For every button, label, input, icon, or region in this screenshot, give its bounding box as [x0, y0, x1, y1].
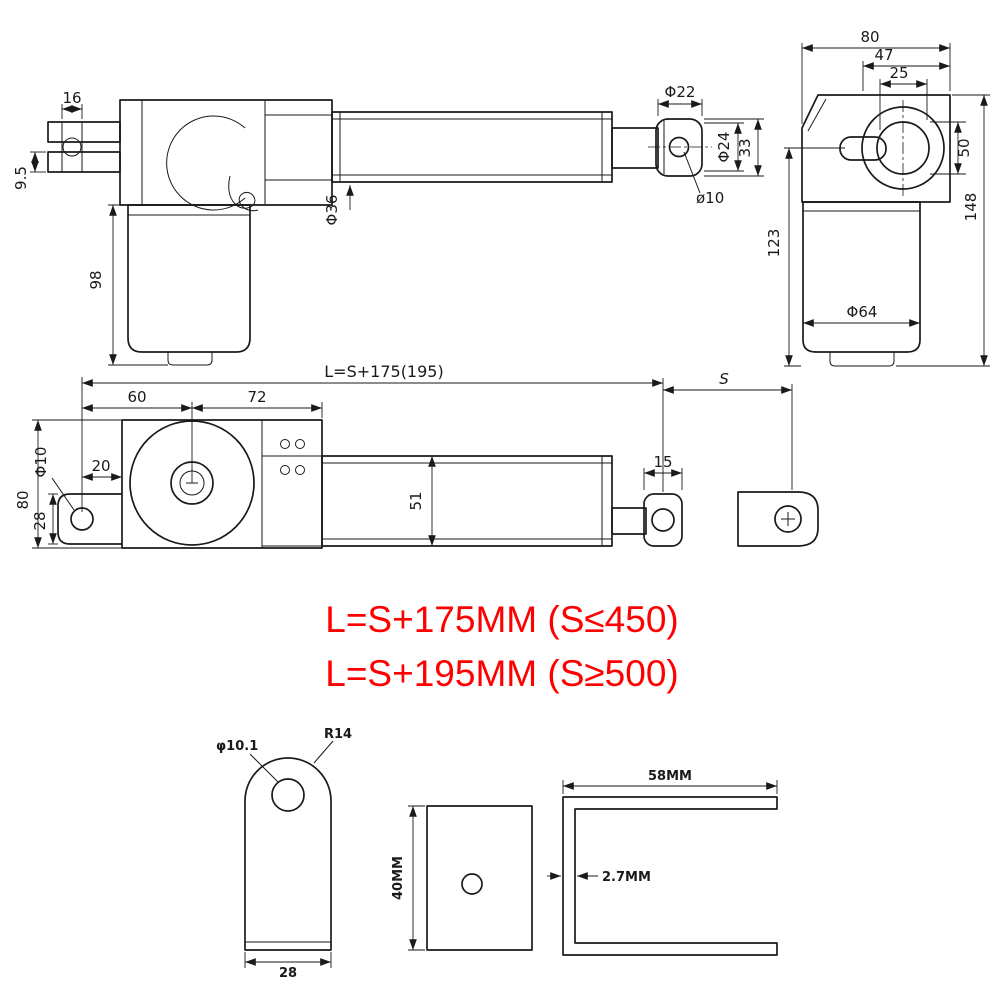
- gearbox-top: [121, 419, 323, 549]
- dim-lug-radius: R14: [324, 727, 352, 742]
- dim-motor-drop: 123: [765, 229, 783, 258]
- rear-clevis: [47, 121, 121, 173]
- dim-offset-25: 25: [889, 64, 908, 82]
- dim-60: 60: [127, 388, 146, 406]
- side-view: 16 9.5 98 Φ36 Φ22 Φ24 33 ø10: [12, 83, 764, 366]
- dim-front-clevis-width: 15: [653, 453, 672, 471]
- dim-plate-height: 40MM: [391, 856, 406, 900]
- dim-clevis-height: 33: [736, 138, 754, 157]
- dim-body-width: 80: [14, 490, 32, 509]
- mounting-plate-view: 40MM: [391, 805, 533, 951]
- dim-bore-diameter: 50: [955, 138, 973, 157]
- dim-overall-length: L=S+175(195): [324, 362, 443, 381]
- formula-line-2: L=S+195MM (S≥500): [325, 653, 679, 694]
- detached-clevis-top: [737, 491, 819, 547]
- mounting-lug-view: φ10.1 R14 28: [216, 727, 352, 981]
- dim-lug-width: 28: [279, 966, 297, 981]
- dim-stroke: S: [719, 370, 729, 388]
- dim-clevis-diameter: Φ24: [715, 132, 733, 163]
- dim-bracket-thickness: 9.5: [12, 166, 30, 190]
- motor-side: [127, 204, 251, 366]
- outer-tube-top: [321, 455, 613, 547]
- formula-line-1: L=S+175MM (S≤450): [325, 599, 679, 640]
- motor-front: [802, 201, 921, 367]
- front-view-dimensions: 80 47 25 50 148 123 Φ64: [765, 28, 990, 367]
- dim-motor-length: 98: [87, 270, 105, 289]
- front-view: 80 47 25 50 148 123 Φ64: [765, 28, 990, 367]
- top-view-dimensions: L=S+175(195) S 60 72 Φ10 20 80 28 51: [14, 362, 793, 549]
- dim-rod-end-width: Φ22: [665, 83, 696, 101]
- dim-72: 72: [247, 388, 266, 406]
- dim-tube-diameter: Φ36: [323, 195, 341, 226]
- gear-housing: [119, 99, 333, 211]
- stroke-formulas: L=S+175MM (S≤450) L=S+195MM (S≥500): [325, 599, 679, 694]
- piston-rod-top: [611, 493, 683, 547]
- dim-clevis-width: 28: [31, 511, 49, 530]
- dim-clevis-hole: ø10: [696, 189, 724, 207]
- side-view-dimensions: 16 9.5 98 Φ36 Φ22 Φ24 33 ø10: [12, 83, 764, 366]
- top-view: L=S+175(195) S 60 72 Φ10 20 80 28 51: [14, 362, 819, 549]
- dim-channel-thickness: 2.7MM: [602, 870, 651, 885]
- dim-offset-47: 47: [874, 46, 893, 64]
- dim-motor-diameter: Φ64: [847, 303, 878, 321]
- dim-pin-width: 16: [62, 89, 81, 107]
- dim-tube-width: 51: [407, 491, 425, 510]
- head-front: [784, 94, 951, 203]
- channel-bracket-view: 58MM 2.7MM: [547, 769, 778, 956]
- dim-lug-hole: φ10.1: [216, 739, 258, 754]
- outer-tube-side: [331, 111, 613, 183]
- dim-overall-width: 80: [860, 28, 879, 46]
- dim-overall-height: 148: [962, 193, 980, 222]
- dim-20: 20: [91, 457, 110, 475]
- dim-channel-width: 58MM: [648, 769, 692, 784]
- dim-rear-hole: Φ10: [32, 447, 50, 478]
- piston-rod-side: [611, 118, 712, 177]
